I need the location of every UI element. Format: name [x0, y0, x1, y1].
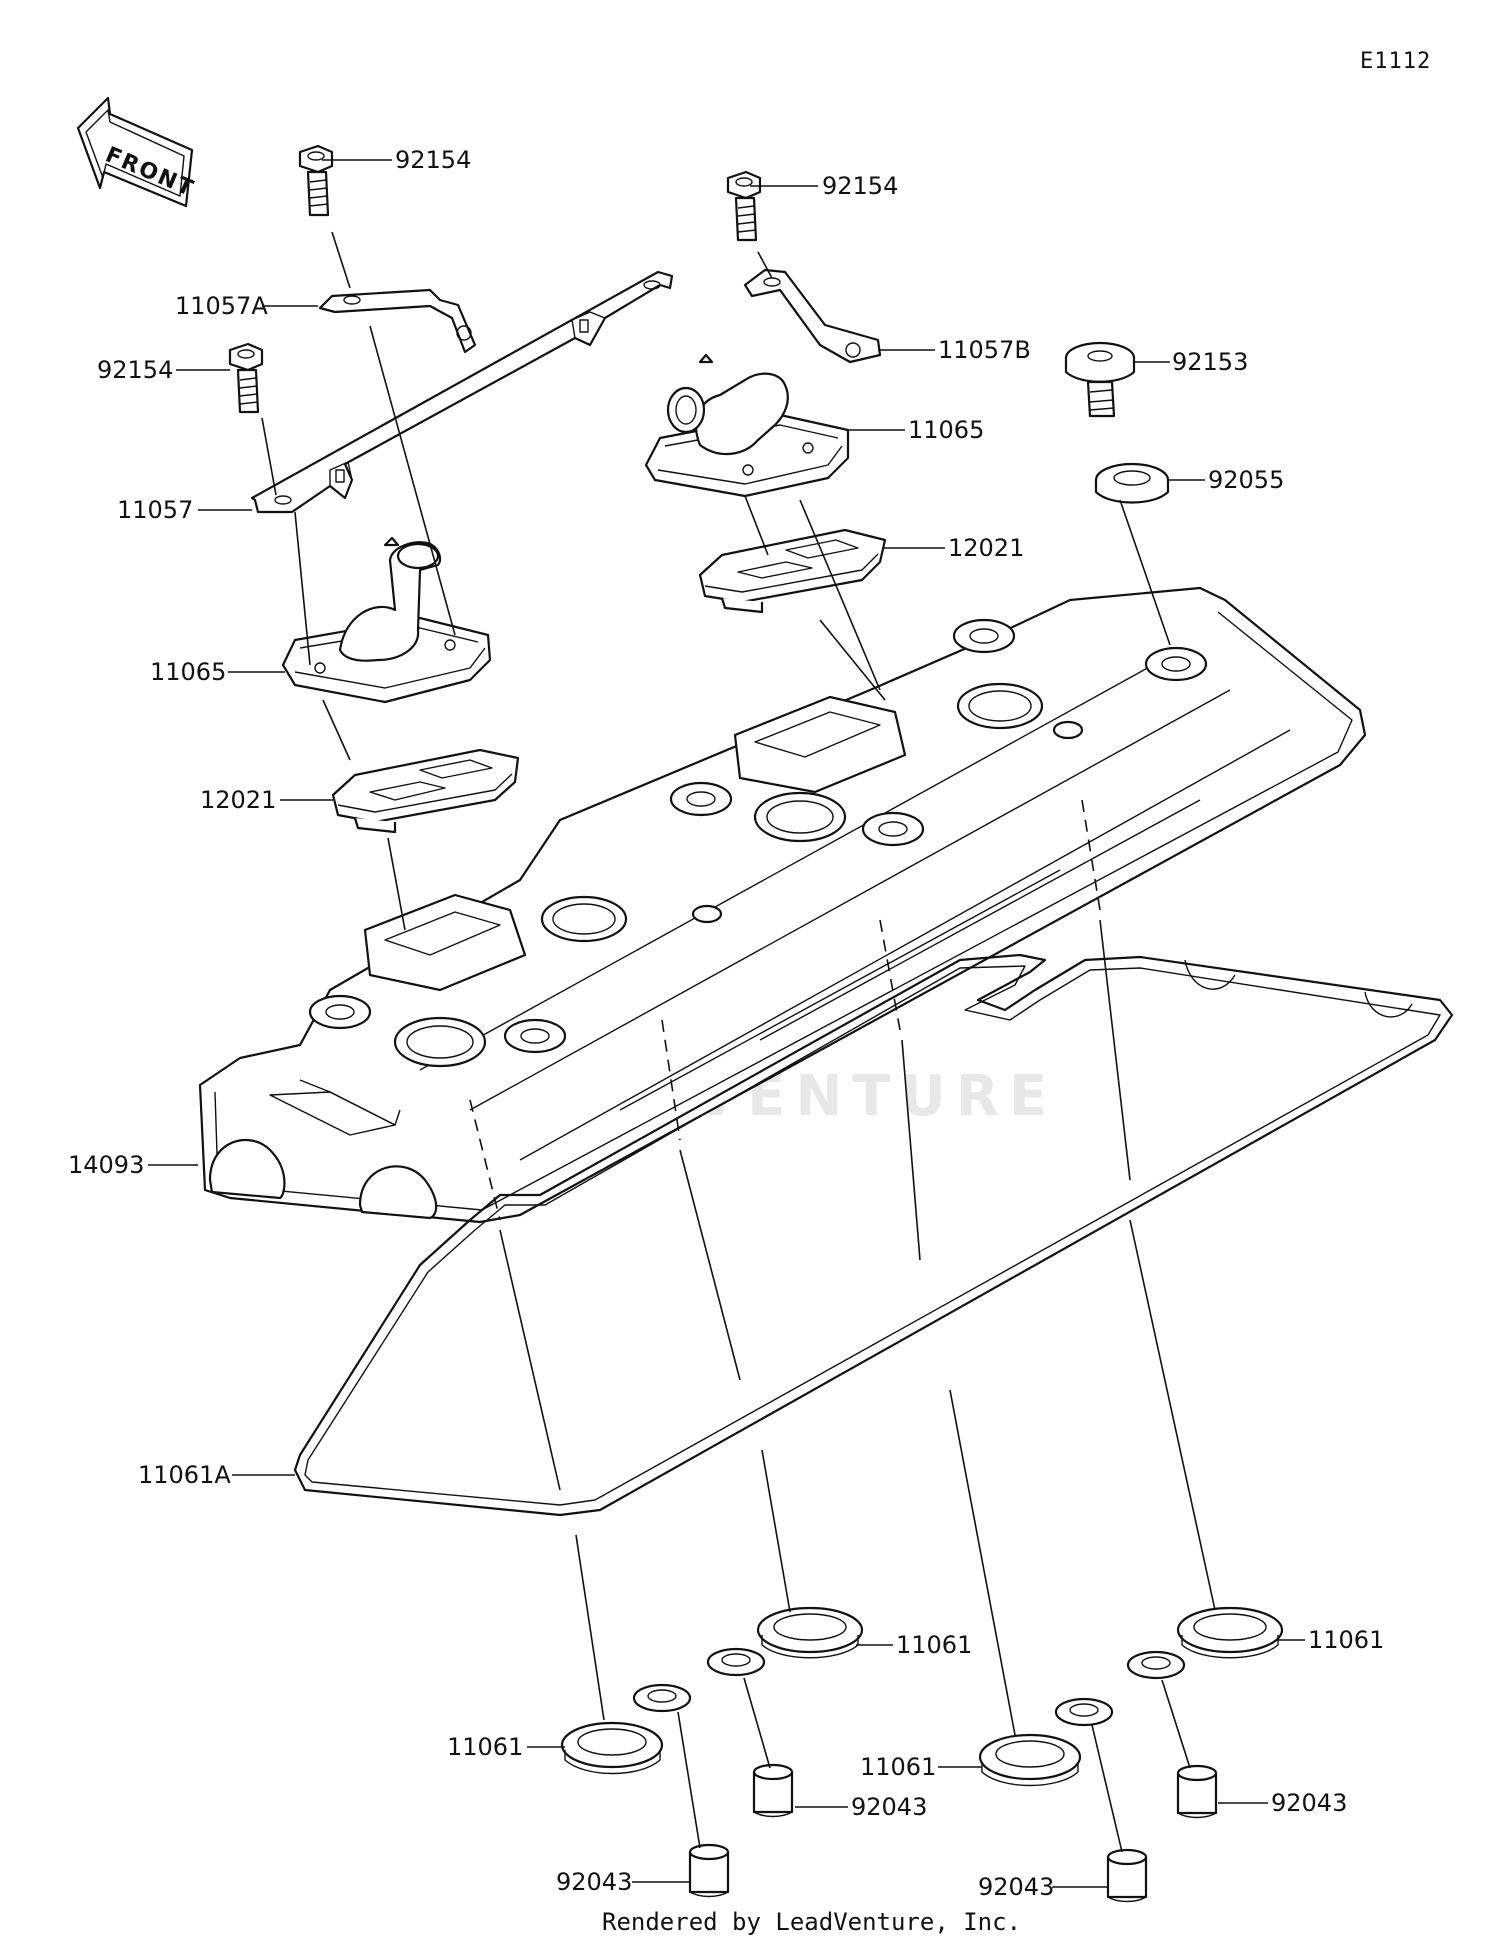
callout-92043: 92043	[851, 1793, 927, 1821]
callout-11061: 11061	[447, 1733, 523, 1761]
callout-92153: 92153	[1172, 348, 1248, 376]
collar-icon	[752, 1763, 794, 1818]
callout-11065: 11065	[908, 416, 984, 444]
callout-11057: 11057	[117, 496, 193, 524]
footer-credit: Rendered by LeadVenture, Inc.	[602, 1908, 1021, 1936]
callout-11061a: 11061A	[138, 1461, 231, 1489]
seal-large-icon	[560, 1721, 664, 1775]
callout-11061: 11061	[1308, 1626, 1384, 1654]
seal-large-icon	[756, 1606, 864, 1659]
callout-11065: 11065	[150, 658, 226, 686]
bracket-11057a	[318, 288, 477, 354]
callout-92154: 92154	[395, 146, 471, 174]
bolt-icon	[726, 170, 762, 242]
callout-leaders	[148, 159, 1305, 1888]
callout-11061: 11061	[860, 1753, 936, 1781]
callout-11057a: 11057A	[175, 292, 268, 320]
collar-icon	[1176, 1764, 1218, 1819]
callout-92043: 92043	[1271, 1789, 1347, 1817]
bolt-icon	[298, 144, 334, 217]
seal-large-icon	[978, 1733, 1082, 1787]
bracket-main	[250, 270, 674, 514]
callout-92043: 92043	[978, 1873, 1054, 1901]
alignment-lines	[261, 231, 1216, 1853]
callout-12021: 12021	[948, 534, 1024, 562]
collar-icon	[1106, 1848, 1148, 1903]
breather-right	[644, 353, 850, 498]
seal-small-icon	[1126, 1650, 1186, 1680]
seal-small-icon	[1054, 1697, 1114, 1727]
seal-small-icon	[706, 1647, 766, 1677]
callout-92154: 92154	[822, 172, 898, 200]
diagram-code: E1112	[1360, 49, 1431, 74]
seal-large-icon	[1176, 1606, 1284, 1659]
washer-icon	[1094, 462, 1170, 504]
seal-small-icon	[632, 1683, 692, 1713]
breather-left	[281, 536, 492, 704]
callout-92154: 92154	[97, 356, 173, 384]
cylinder-head-cover	[198, 586, 1367, 1224]
special-bolt-icon	[1064, 341, 1136, 418]
collar-icon	[688, 1843, 730, 1898]
callout-92043: 92043	[556, 1868, 632, 1896]
head-cover-gasket	[293, 953, 1454, 1517]
callout-14093: 14093	[68, 1151, 144, 1179]
callout-12021: 12021	[200, 786, 276, 814]
callout-11061: 11061	[896, 1631, 972, 1659]
bolt-icon	[228, 342, 264, 414]
gasket-left	[331, 748, 520, 834]
callout-92055: 92055	[1208, 466, 1284, 494]
gasket-right	[698, 528, 887, 614]
callout-11057b: 11057B	[938, 336, 1031, 364]
bracket-11057b	[743, 268, 882, 364]
front-arrow-icon: FRONT	[76, 96, 198, 208]
